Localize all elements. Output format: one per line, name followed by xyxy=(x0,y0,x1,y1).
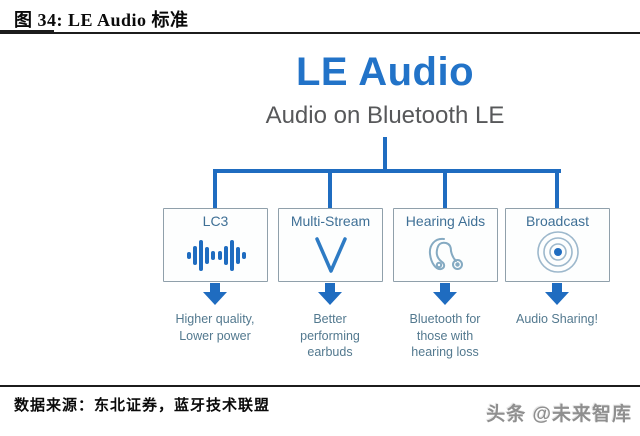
down-arrow-icon xyxy=(433,283,457,305)
hearing-aid-icon xyxy=(423,229,469,281)
node-broadcast: Broadcast xyxy=(505,208,610,282)
diagram-subtitle: Audio on Bluetooth LE xyxy=(265,102,505,129)
node-caption: Better performing earbuds xyxy=(300,312,360,359)
node-caption: Audio Sharing! xyxy=(515,312,598,326)
node-caption: Bluetooth for those with hearing loss xyxy=(409,312,481,359)
node-label: Multi-Stream xyxy=(290,213,371,229)
node-label: Hearing Aids xyxy=(405,213,486,229)
tree-stem-line xyxy=(383,137,387,171)
header-divider xyxy=(0,32,640,34)
watermark: 头条 @未来智库 xyxy=(486,404,632,425)
node-lc3: LC3 xyxy=(163,208,268,282)
figure-caption: 图 34: LE Audio 标准 xyxy=(14,10,189,30)
down-arrow-icon xyxy=(545,283,569,305)
header-divider-accent xyxy=(0,30,54,34)
broadcast-icon xyxy=(506,209,609,281)
node-multi-stream: Multi-Stream xyxy=(278,208,383,282)
tree-drop-line xyxy=(443,171,447,208)
down-arrow-icon xyxy=(203,283,227,305)
node-label: LC3 xyxy=(202,213,229,229)
tree-horizontal-line xyxy=(213,169,561,173)
node-hearing-aids: Hearing Aids xyxy=(393,208,498,282)
footer-divider xyxy=(0,385,640,387)
node-label: Broadcast xyxy=(525,213,590,229)
down-arrow-icon xyxy=(318,283,342,305)
data-source-note: 数据来源：东北证券，蓝牙技术联盟 xyxy=(14,398,271,414)
tree-drop-line xyxy=(555,171,559,208)
tree-drop-line xyxy=(213,171,217,208)
v-stream-icon xyxy=(309,229,353,281)
waveform-icon xyxy=(184,229,248,281)
diagram-title: LE Audio xyxy=(295,50,475,94)
tree-drop-line xyxy=(328,171,332,208)
node-caption: Higher quality, Lower power xyxy=(175,312,255,343)
